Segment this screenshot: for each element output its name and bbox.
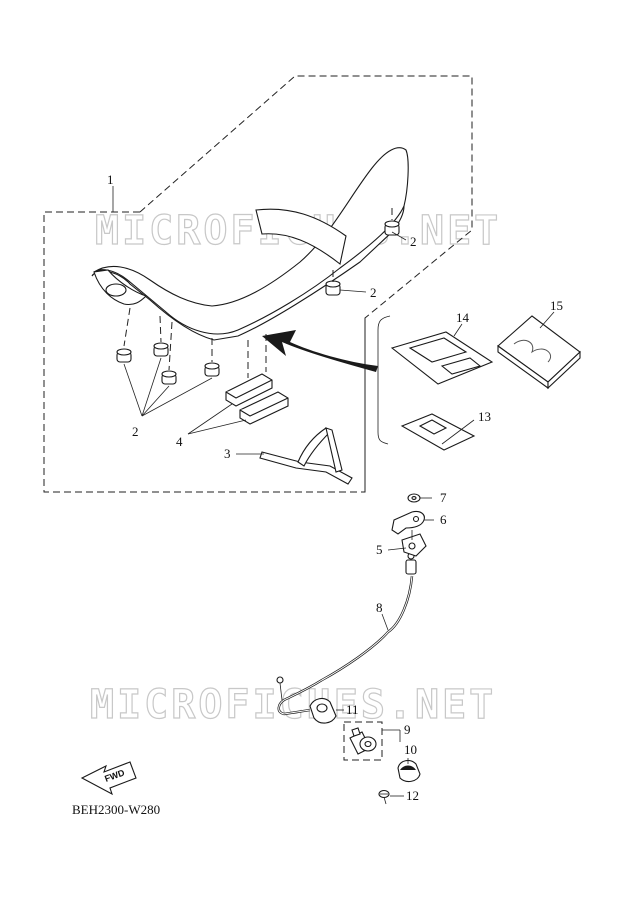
damper-set-left[interactable] (116, 342, 220, 385)
seat[interactable] (91, 147, 409, 341)
damper (153, 342, 169, 357)
callout-8: 8 (376, 600, 383, 615)
damper-right-upper[interactable] (384, 220, 400, 236)
callout-6: 6 (440, 512, 447, 527)
callout-15: 15 (550, 298, 563, 313)
guide-line (123, 307, 131, 347)
caution-label[interactable] (400, 413, 476, 451)
direction-arrow (262, 330, 378, 372)
callout-10: 10 (404, 742, 417, 757)
seat-hook-detail (105, 283, 127, 297)
fwd-arrow-icon: FWD (80, 761, 137, 796)
seat-lock-cable[interactable] (276, 552, 417, 716)
damper (116, 348, 132, 363)
callout-9: 9 (404, 722, 411, 737)
lock-hook[interactable] (401, 530, 427, 557)
washer[interactable] (407, 493, 421, 503)
cable-holder[interactable] (309, 697, 337, 724)
watermark-bottom: MICROFICHES.NET (90, 682, 496, 728)
owner-manual[interactable] (497, 315, 581, 390)
callout-4: 4 (176, 434, 183, 449)
guide-line (168, 321, 173, 371)
key-set-boundary (343, 721, 383, 761)
accessory-bracket (377, 315, 391, 445)
lock-cylinder[interactable] (349, 727, 377, 755)
document-envelope[interactable] (390, 331, 494, 385)
callout-14: 14 (456, 310, 470, 325)
screw[interactable] (378, 789, 390, 805)
callout-12: 12 (406, 788, 419, 803)
guide-line (159, 315, 162, 343)
callout-2-left: 2 (132, 424, 139, 439)
damper-right-lower[interactable] (325, 280, 341, 296)
callout-5: 5 (376, 542, 383, 557)
seat-strap (255, 208, 347, 265)
lock-lever[interactable] (391, 510, 425, 535)
seat-bracket[interactable] (259, 427, 353, 485)
damper (204, 362, 220, 377)
callout-3: 3 (224, 446, 231, 461)
callout-11: 11 (346, 702, 359, 717)
callout-13: 13 (478, 409, 491, 424)
callout-2-mid: 2 (370, 285, 377, 300)
callout-1: 1 (107, 172, 114, 187)
callout-7: 7 (440, 490, 447, 505)
callout-2-upper: 2 (410, 234, 417, 249)
damper (161, 370, 177, 385)
block-pads[interactable] (225, 373, 289, 425)
lock-cover[interactable] (397, 759, 421, 783)
diagram-code: BEH2300-W280 (72, 802, 160, 817)
